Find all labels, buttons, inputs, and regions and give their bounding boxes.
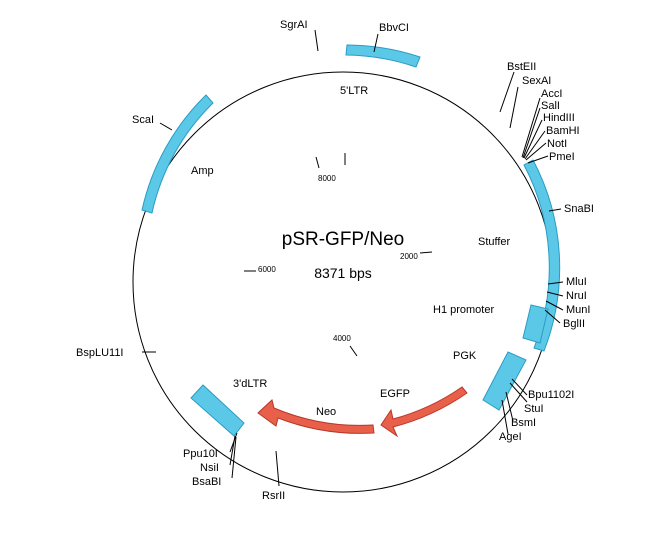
feature-egfp-arrow[interactable] [380, 386, 468, 438]
feature-ltr5-block[interactable] [345, 44, 421, 68]
tick-label-4000: 4000 [333, 334, 351, 343]
plasmid-size: 8371 bps [314, 265, 372, 281]
feature-label-ltr5: 5'LTR [340, 85, 368, 97]
site-label-muni[interactable]: MunI [566, 304, 590, 316]
site-label-hindiii[interactable]: HindIII [543, 112, 575, 124]
feature-amp-block[interactable] [141, 94, 214, 214]
site-label-bsplu11i[interactable]: BspLU11I [76, 347, 124, 359]
site-label-bsteii[interactable]: BstEII [507, 61, 536, 73]
site-label-pmei[interactable]: PmeI [549, 151, 575, 163]
feature-label-pgk: PGK [453, 350, 477, 362]
site-label-scai[interactable]: ScaI [132, 114, 154, 126]
site-label-sgrai[interactable]: SgrAI [280, 19, 308, 31]
tick-label-6000: 6000 [258, 265, 276, 274]
feature-label-h1-promoter: H1 promoter [433, 304, 494, 316]
feature-label-amp: Amp [191, 165, 214, 177]
site-label-ppu10i[interactable]: Ppu10I [183, 448, 218, 460]
site-label-rsrii[interactable]: RsrII [262, 490, 285, 502]
site-label-snabi[interactable]: SnaBI [564, 203, 594, 215]
site-label-sali[interactable]: SalI [541, 100, 560, 112]
site-label-nrui[interactable]: NruI [566, 290, 587, 302]
plasmid-name: pSR-GFP/Neo [282, 229, 404, 250]
site-label-bpu1102i[interactable]: Bpu1102I [528, 389, 574, 401]
feature-label-neo: Neo [316, 406, 336, 418]
site-label-agei[interactable]: AgeI [499, 431, 522, 443]
feature-pgk-block[interactable] [482, 351, 527, 411]
tick-label-2000: 2000 [400, 252, 418, 261]
site-lines [142, 29, 564, 487]
site-label-acci[interactable]: AccI [541, 88, 562, 100]
site-label-noti[interactable]: NotI [547, 138, 567, 150]
site-label-bglii[interactable]: BglII [563, 318, 585, 330]
feature-h1-block[interactable] [522, 304, 549, 344]
site-label-bsabi[interactable]: BsaBI [192, 476, 221, 488]
site-label-nsii[interactable]: NsiI [200, 462, 219, 474]
site-label-mlui[interactable]: MluI [566, 276, 587, 288]
site-label-bamhi[interactable]: BamHI [546, 125, 580, 137]
feature-label-ltr3: 3'dLTR [233, 378, 267, 390]
site-label-bsmi[interactable]: BsmI [511, 417, 536, 429]
feature-ltr3-block[interactable] [190, 384, 245, 437]
feature-label-egfp: EGFP [380, 388, 410, 400]
tick-label-8000: 8000 [318, 174, 336, 183]
position-tick-marks [244, 153, 433, 357]
site-label-sexai[interactable]: SexAI [522, 75, 551, 87]
feature-label-stuffer: Stuffer [478, 236, 511, 248]
site-label-stui[interactable]: StuI [524, 403, 544, 415]
feature-neo-arrow[interactable] [257, 399, 375, 434]
site-label-bbvci[interactable]: BbvCI [379, 22, 409, 34]
